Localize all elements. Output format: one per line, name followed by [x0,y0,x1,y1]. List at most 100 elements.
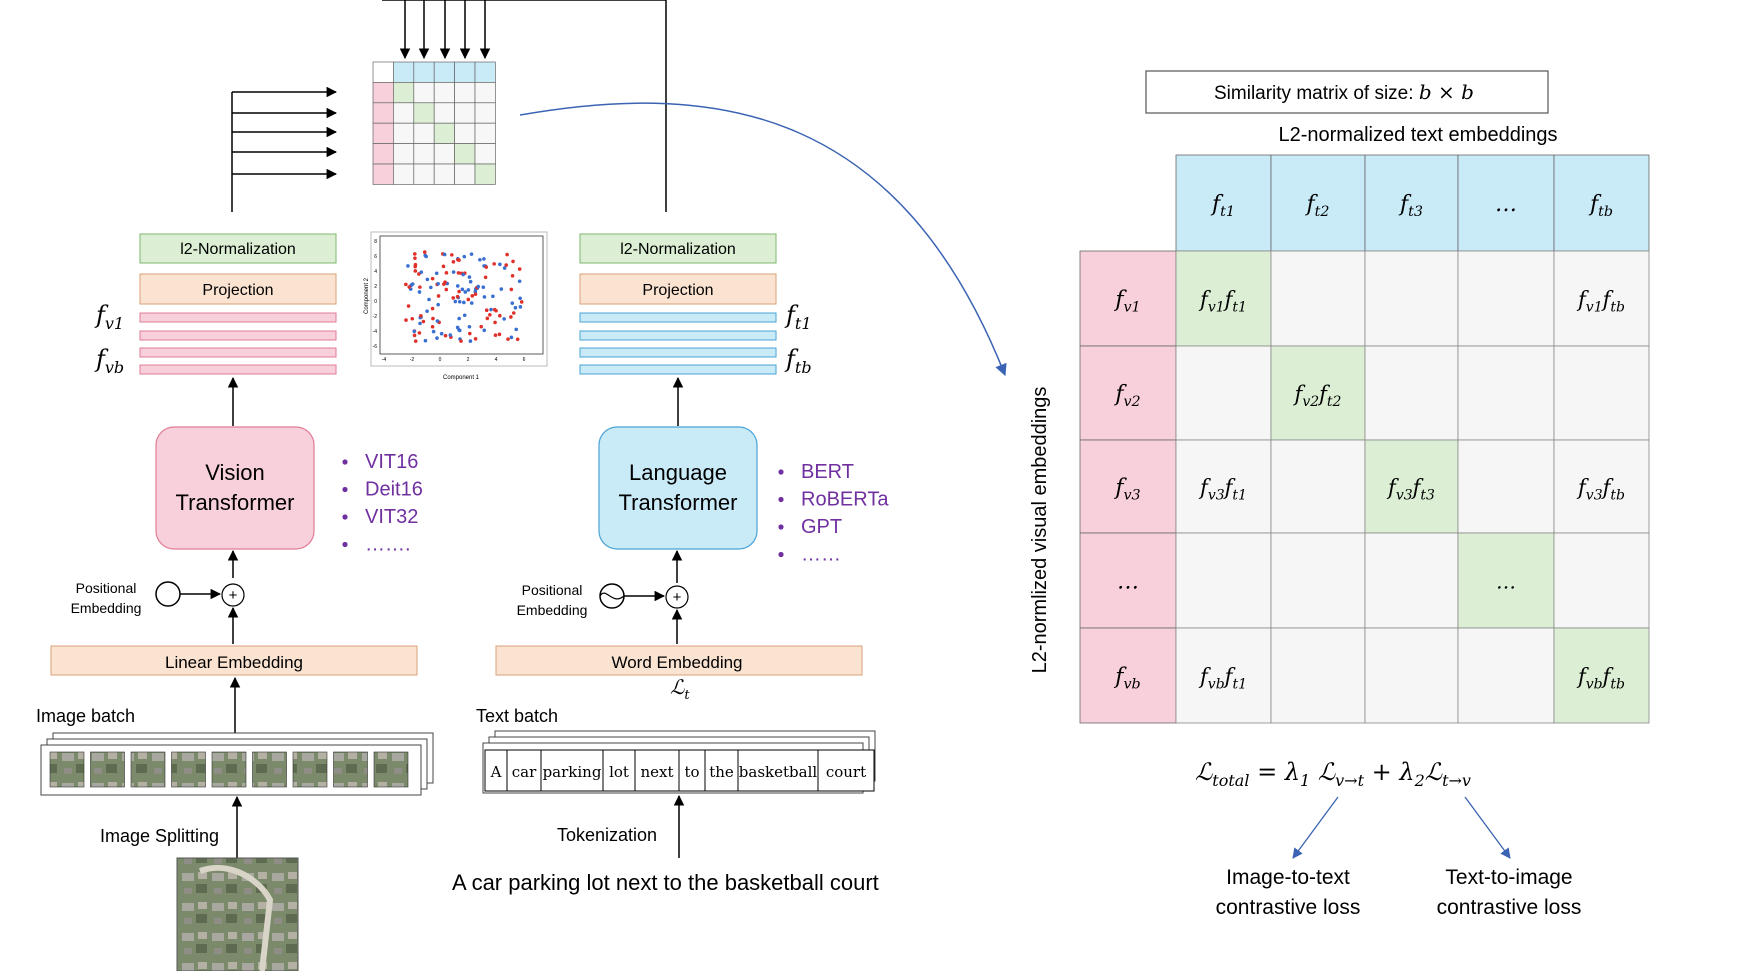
scatter-ytick: 4 [374,269,377,275]
language-model-item: BERT [801,461,854,483]
vision-model-item: VIT32 [365,506,418,528]
mini-similarity-matrix [231,0,667,212]
language-transformer-label-1: Language [629,460,727,485]
mini-matrix-cell [433,61,455,83]
language-model-bullet [778,551,784,558]
scatter-point [511,259,515,264]
mini-matrix-cell [433,122,455,144]
mini-matrix-cell [413,122,435,144]
image-patches [49,751,409,788]
scatter-point [430,276,435,281]
vision-model-item: ……. [365,534,411,556]
mini-matrix-cell [372,102,394,124]
mini-matrix-cell [413,82,435,104]
col-header-label: ft3 [1398,192,1423,220]
scatter-point [456,271,461,275]
scatter-point [484,308,489,313]
image-patch [292,751,328,788]
matrix-cell-label: fv1ftb [1576,288,1625,316]
scatter-xtick: -2 [410,357,415,363]
scatter-point [456,257,460,262]
image-patch [252,751,287,788]
mini-matrix-cell [454,61,476,83]
scatter-point [417,272,421,276]
token-cell [506,749,542,792]
scatter-point [434,271,439,276]
language-model-item: RoBERTa [801,489,889,511]
image-patch [130,751,166,788]
image-patch [211,751,247,788]
image-batch-stack [40,732,434,796]
scatter-ylabel: Component 2 [364,277,370,314]
zoom-arrow [519,102,1007,377]
scatter-point [410,316,415,321]
mini-matrix-cell [413,163,435,185]
scatter-point [430,324,435,329]
scatter-point [404,282,408,287]
scatter-point [430,306,435,311]
matrix-cell [1175,345,1272,441]
language-model-list: BERTRoBERTaGPT…… [778,461,889,566]
mini-matrix-cell [372,163,394,185]
language-branch: l2-Normalization Projection ft1 ftb Lang… [452,233,889,895]
token-text: basketball [739,763,818,781]
mini-matrix-cell [393,163,415,185]
col-header-label: … [1495,192,1517,217]
vision-projection-label: Projection [202,282,273,299]
scatter-point [423,253,428,258]
aerial-image [176,857,299,971]
matrix-diagonal-cell [1270,345,1366,441]
token-text: next [640,763,673,781]
language-pos-emb-label-1: Positional [522,582,583,598]
language-l2norm-box [579,233,777,264]
language-add-node [665,585,689,609]
vision-model-item: Deit16 [365,479,423,501]
language-model-bullet [778,524,784,530]
matrix-cell-label: fv3ftb [1576,476,1625,504]
col-header-cell [1175,154,1272,252]
scatter-point [455,294,460,299]
mini-matrix-grid [372,61,496,185]
scatter-point [457,289,461,294]
vision-add-symbol: + [229,587,238,604]
scatter-xtick: 0 [439,357,442,363]
word-embedding-overlay: ℒt [670,675,690,703]
vision-feature-bottom-label: fvb [94,345,124,377]
scatter-point [506,337,510,341]
scatter-point [404,318,408,322]
scatter-point [460,287,465,292]
scatter-point [473,292,478,297]
language-model-bullet [778,496,784,503]
scatter-point [418,285,422,289]
mini-matrix-cell [454,163,476,185]
scatter-point [467,324,472,329]
scatter-point [431,329,436,334]
vision-l2norm-label: l2-Normalization [180,241,296,258]
mini-matrix-cell [454,122,476,144]
matrix-cell [1364,627,1459,724]
matrix-cell [1457,250,1555,347]
scatter-point [427,297,431,302]
vision-l2norm-box [139,233,337,264]
matrix-cell [1364,250,1459,347]
scatter-point [497,332,502,337]
matrix-cell [1553,439,1650,534]
scatter-point [435,336,439,340]
scatter-ytick: -4 [373,329,378,335]
mini-matrix-cell [372,143,394,165]
vision-pos-emb-label-2: Embedding [71,600,142,616]
scatter-point [442,252,447,257]
row-header-label: … [1117,570,1139,595]
scatter-point [422,250,427,254]
scatter-point [468,339,473,343]
row-header-cell [1079,627,1177,724]
scatter-point [476,284,481,289]
col-header-cell [1270,154,1366,252]
scatter-point [441,264,446,269]
mini-matrix-left-arrows [232,86,338,180]
scatter-point [457,300,462,304]
scatter-point [435,319,440,323]
